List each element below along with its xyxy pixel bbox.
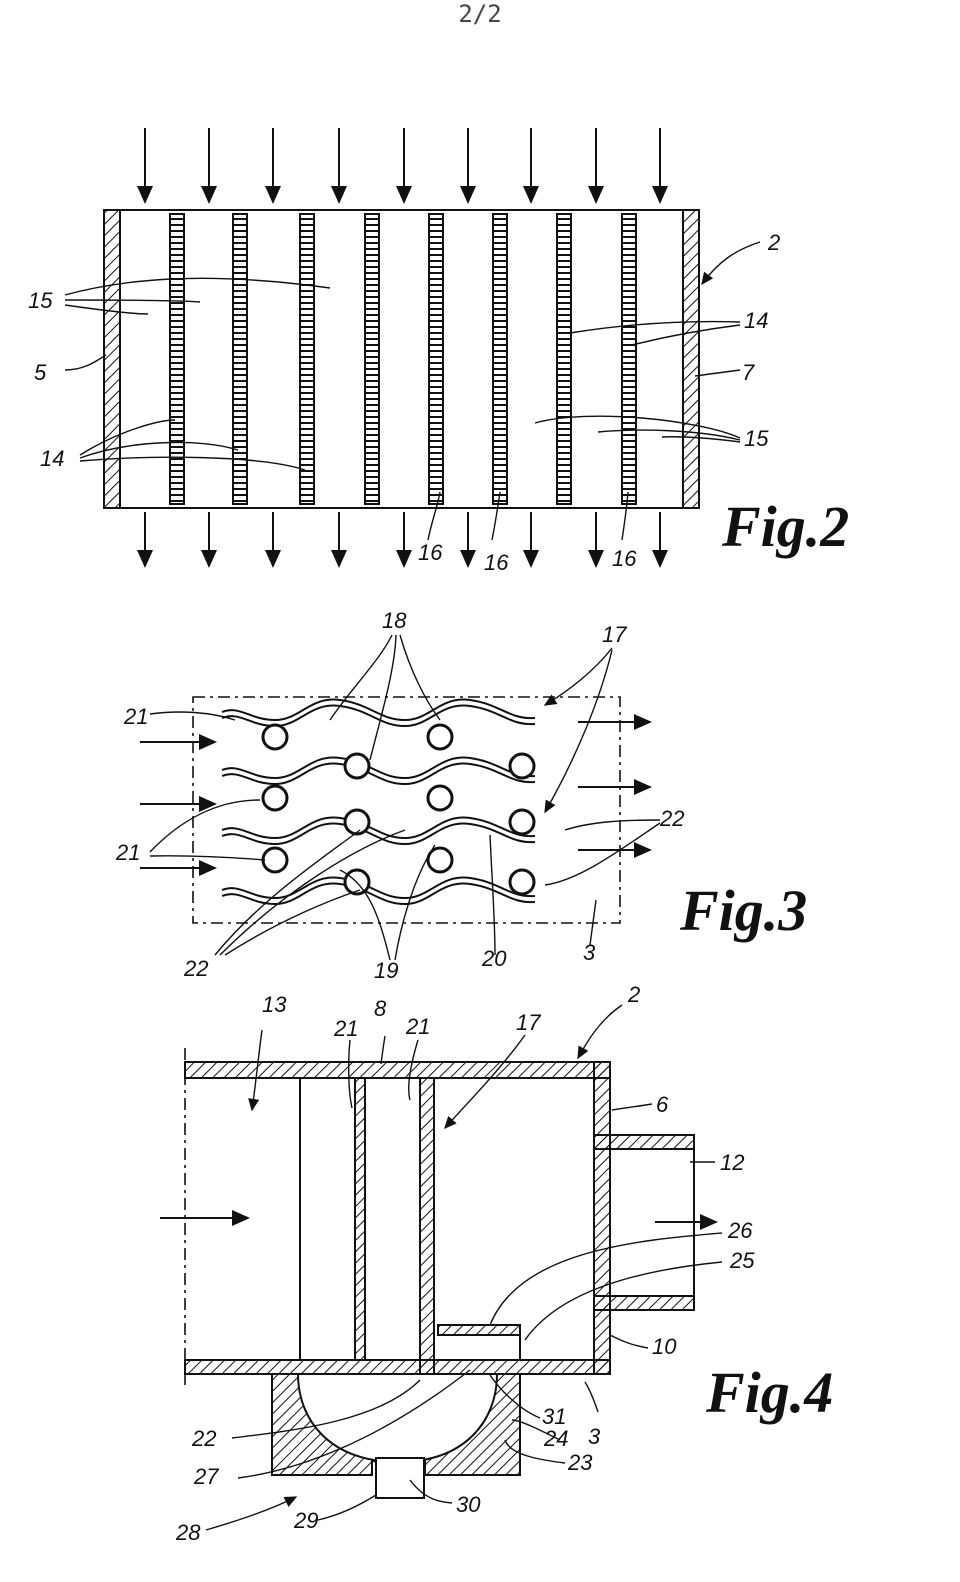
fig4-label-17: 17 — [516, 1010, 541, 1035]
fig3-fin-section: 18 17 21 21 22 22 19 20 3 Fig.3 — [115, 608, 807, 983]
fig2-label-16-a: 16 — [418, 540, 443, 565]
fig2-caption: Fig.2 — [721, 494, 849, 559]
fig4-label-25: 25 — [729, 1248, 755, 1273]
fig3-label-22-left: 22 — [183, 956, 208, 981]
fig3-label-21-top: 21 — [123, 704, 148, 729]
fig4-caption: Fig.4 — [705, 1360, 833, 1425]
fig4-label-23: 23 — [567, 1450, 593, 1475]
fig4-label-6: 6 — [656, 1092, 669, 1117]
fig3-section-boundary — [192, 696, 621, 924]
fig4-outlet-pipe — [593, 1134, 718, 1311]
fig4-internal-plates — [299, 1077, 521, 1399]
fig2-label-16-b: 16 — [484, 550, 509, 575]
fig3-label-21-mid: 21 — [115, 840, 140, 865]
fig2-label-15: 15 — [28, 288, 53, 313]
fig3-flow-arrows — [140, 714, 652, 876]
fig3-label-22-right: 22 — [659, 806, 684, 831]
fig4-label-8: 8 — [374, 996, 387, 1021]
fig4-end-wall — [593, 1061, 611, 1375]
fig2-leader-lines — [64, 241, 761, 541]
page-number: 2/2 — [458, 0, 501, 28]
fig2-label-14-right: 14 — [744, 308, 768, 333]
fig4-label-24: 24 — [543, 1426, 568, 1451]
fig2-core-frame — [103, 209, 700, 509]
fig3-label-20: 20 — [481, 946, 507, 971]
fig4-tank-section: 13 21 8 21 17 2 6 12 26 25 10 22 31 24 3… — [160, 982, 833, 1545]
fig2-label-5: 5 — [34, 360, 47, 385]
fig4-label-12: 12 — [720, 1150, 744, 1175]
fig4-label-31: 31 — [542, 1404, 566, 1429]
fig3-label-17: 17 — [602, 622, 627, 647]
fig4-bottom-wall — [184, 1359, 611, 1375]
fig3-leader-lines — [149, 634, 661, 961]
fig3-label-3: 3 — [583, 940, 596, 965]
fig4-label-10: 10 — [652, 1334, 677, 1359]
fig4-label-2: 2 — [627, 982, 640, 1007]
fig4-label-21-a: 21 — [333, 1016, 358, 1041]
fig4-label-27: 27 — [193, 1464, 219, 1489]
fig3-tubes — [261, 723, 536, 896]
fig4-top-wall — [184, 1061, 611, 1079]
fig2-label-14-left: 14 — [40, 446, 64, 471]
fig4-label-3: 3 — [588, 1424, 601, 1449]
fig2-label-15-right: 15 — [744, 426, 769, 451]
fig4-label-13: 13 — [262, 992, 287, 1017]
fig3-label-18: 18 — [382, 608, 407, 633]
fig2-fin-tubes — [169, 213, 637, 505]
fig2-side-plate-right — [682, 209, 700, 509]
fig4-label-28: 28 — [175, 1520, 201, 1545]
fig2-side-plate-left — [103, 209, 121, 509]
fig4-leader-lines — [205, 1004, 723, 1531]
fig4-label-30: 30 — [456, 1492, 481, 1517]
fig2-label-2: 2 — [767, 230, 780, 255]
fig4-label-21-b: 21 — [405, 1014, 430, 1039]
fig2-heat-exchanger-core: 2 15 5 14 7 15 14 16 16 16 Fig.2 — [28, 128, 849, 575]
fig3-caption: Fig.3 — [679, 878, 807, 943]
fig2-inlet-arrows — [137, 128, 668, 204]
fig4-label-22: 22 — [191, 1426, 216, 1451]
fig4-label-26: 26 — [727, 1218, 753, 1243]
fig2-label-7: 7 — [742, 360, 755, 385]
fig4-sump — [271, 1373, 521, 1499]
fig2-outlet-arrows — [137, 512, 668, 568]
fig3-label-19: 19 — [374, 958, 398, 983]
fig4-label-29: 29 — [293, 1508, 318, 1533]
fig2-label-16-c: 16 — [612, 546, 637, 571]
